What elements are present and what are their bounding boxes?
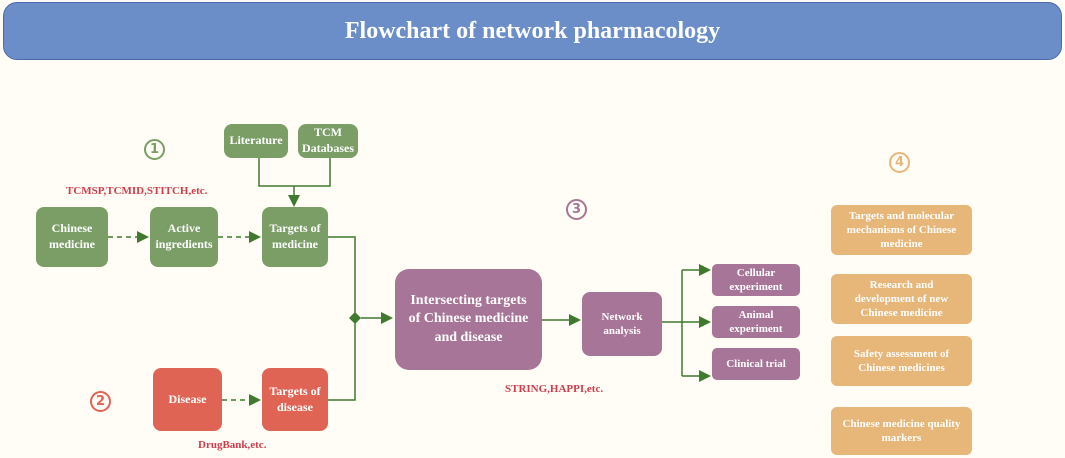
chinese-medicine-node: Chinese medicine xyxy=(36,207,108,267)
app-research-development-node: Research and development of new Chinese … xyxy=(831,274,972,324)
section-number-1: 1 xyxy=(144,139,165,160)
app-safety-assessment-node: Safety assessment of Chinese medicines xyxy=(831,336,972,386)
network-analysis-node: Network analysis xyxy=(582,292,662,356)
network-tools-note: STRING,HAPPI,etc. xyxy=(505,383,604,395)
section-number-3: 3 xyxy=(566,199,587,220)
section-number-2: 2 xyxy=(90,391,111,412)
clinical-trial-node: Clinical trial xyxy=(712,348,800,380)
disease-node: Disease xyxy=(153,368,222,431)
literature-node: Literature xyxy=(224,124,288,158)
app-targets-mechanisms-node: Targets and molecular mechanisms of Chin… xyxy=(831,205,972,255)
disease-tools-note: DrugBank,etc. xyxy=(198,439,267,451)
app-quality-markers-node: Chinese medicine quality markers xyxy=(831,407,972,455)
targets-of-medicine-node: Targets of medicine xyxy=(262,207,328,267)
intersecting-targets-node: Intersecting targets of Chinese medicine… xyxy=(395,269,542,370)
literature-connector xyxy=(258,158,331,187)
targets-of-disease-node: Targets of disease xyxy=(262,368,328,431)
tcm-tools-note: TCMSP,TCMID,STITCH,etc. xyxy=(66,185,208,197)
cellular-experiment-node: Cellular experiment xyxy=(712,264,800,296)
page-title: Flowchart of network pharmacology xyxy=(3,2,1062,60)
merge-diamond xyxy=(349,312,361,324)
active-ingredients-node: Active ingredients xyxy=(150,207,218,267)
tcm-databases-node: TCM Databases xyxy=(298,124,358,158)
animal-experiment-node: Animal experiment xyxy=(712,306,800,338)
section-number-4: 4 xyxy=(889,152,910,173)
